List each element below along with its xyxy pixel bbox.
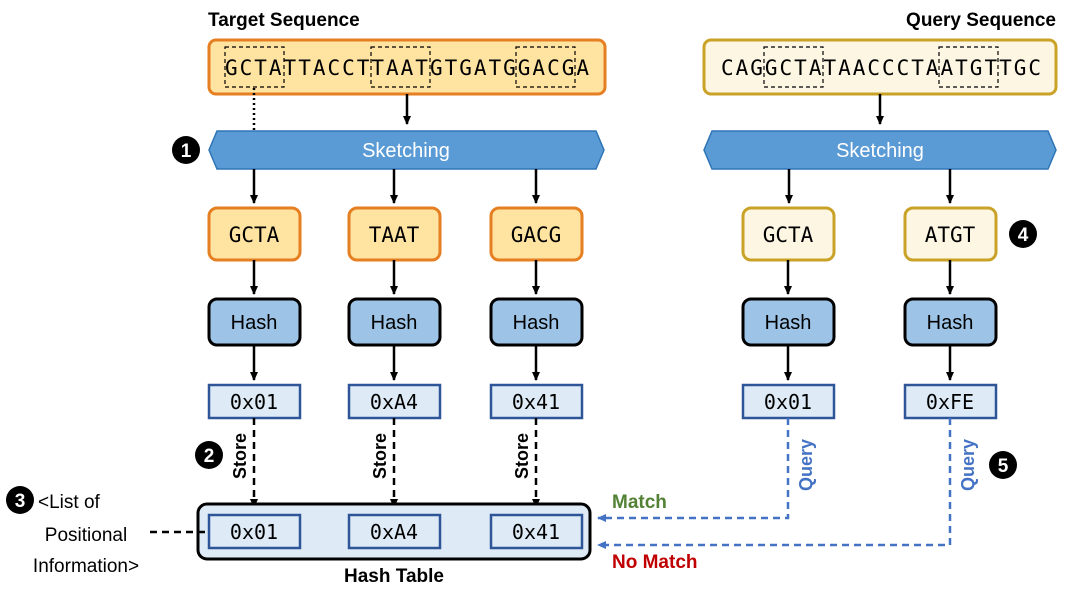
target-hash-value-1: 0x01: [230, 390, 278, 414]
positional-info-line-2: Positional: [45, 525, 127, 546]
query-hash-label-1: Hash: [765, 312, 812, 334]
target-sketching-label: Sketching: [362, 140, 450, 162]
store-label-2: Store: [370, 433, 390, 479]
target-hash-label-3: Hash: [513, 312, 560, 334]
query-arrow-no-match: [597, 418, 952, 549]
hash-table-entry-box-1: [207, 513, 302, 550]
query-sequence-title: Query Sequence: [906, 10, 1056, 31]
step-1-number: 1: [181, 141, 192, 162]
target-hash-label-1: Hash: [231, 312, 278, 334]
query-kmer-marker-2: [938, 46, 999, 88]
target-kmer-marker-2: [370, 46, 431, 88]
query-arrow-match: [597, 418, 790, 522]
hash-table-title: Hash Table: [344, 566, 444, 587]
step-3-number: 3: [15, 491, 26, 512]
query-sketching-label: Sketching: [836, 140, 924, 162]
query-hash-label-2: Hash: [927, 312, 974, 334]
step-5-number: 5: [998, 456, 1009, 477]
hash-table-entry-3: 0x41: [512, 520, 560, 544]
query-label-2: Query: [958, 439, 978, 491]
target-sequence-title: Target Sequence: [208, 10, 360, 31]
target-hash-value-3: 0x41: [512, 390, 560, 414]
target-kmer-3: GACG: [511, 223, 562, 247]
query-hash-value-2: 0xFE: [926, 390, 974, 414]
store-label-1: Store: [230, 433, 250, 479]
target-sequence-text: GCTATTACCTTAATGTGATGGACGA: [225, 56, 589, 80]
step-1-badge: [172, 136, 200, 164]
query-sequence-text: CAGGCTATAACCCTAATGTTGC: [721, 56, 1041, 80]
positional-info-line-3: Information>: [33, 556, 139, 577]
query-label-1: Query: [796, 439, 816, 491]
target-kmer-marker-3: [515, 46, 576, 88]
query-kmer-marker-1: [763, 46, 824, 88]
no-match-label: No Match: [612, 552, 698, 573]
step-2-number: 2: [204, 446, 215, 467]
target-hash-value-box-1: [207, 383, 302, 420]
step-3-badge: [6, 486, 34, 514]
target-hash-value-2: 0xA4: [370, 390, 418, 414]
target-hash-value-box-3: [489, 383, 584, 420]
query-kmer-2: ATGT: [925, 223, 976, 247]
query-kmer-1: GCTA: [763, 223, 814, 247]
step-4-number: 4: [1018, 225, 1029, 246]
hash-table-entry-2: 0xA4: [370, 520, 418, 544]
hash-table-entry-1: 0x01: [230, 520, 278, 544]
target-kmer-1: GCTA: [229, 223, 280, 247]
positional-info-line-1: <List of: [38, 492, 101, 513]
match-label: Match: [612, 492, 667, 513]
query-hash-value-1: 0x01: [764, 390, 812, 414]
store-label-3: Store: [512, 433, 532, 479]
step-5-badge: [989, 451, 1017, 479]
target-kmer-2: TAAT: [369, 223, 420, 247]
target-hash-label-2: Hash: [371, 312, 418, 334]
hash-table-entry-box-3: [489, 513, 584, 550]
target-kmer-marker-1: [224, 46, 285, 88]
hash-table-entry-box-2: [347, 513, 442, 550]
step-2-badge: [195, 441, 223, 469]
step-4-badge: [1009, 220, 1037, 248]
target-sketching-banner: [208, 130, 605, 170]
query-hash-value-box-1: [741, 383, 836, 420]
query-sketching-banner: [703, 130, 1057, 170]
